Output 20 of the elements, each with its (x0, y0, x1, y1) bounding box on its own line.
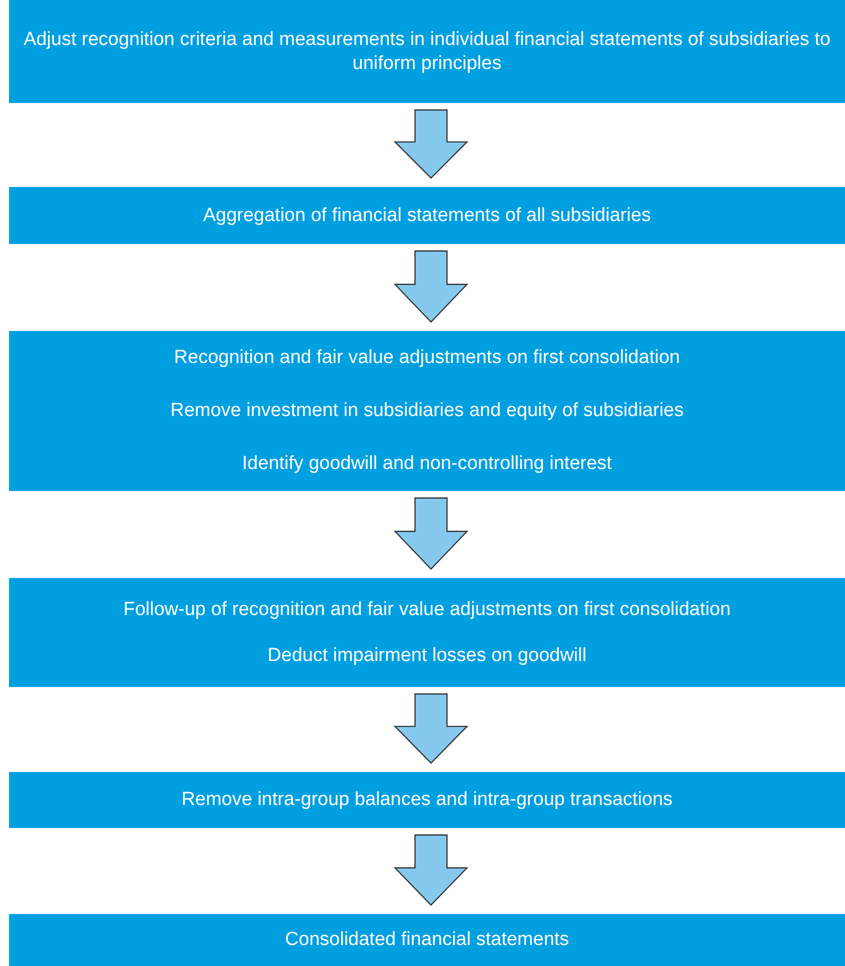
step-text: Deduct impairment losses on goodwill (268, 644, 586, 668)
block-arrow (394, 497, 468, 570)
process-box (9, 187, 845, 244)
process-box (9, 0, 845, 103)
block-arrow (394, 834, 468, 906)
block-arrow (394, 250, 468, 323)
process-box (9, 772, 845, 828)
process-box (9, 578, 845, 687)
step-text: Follow-up of recognition and fair value adjustments on first consolidation (123, 598, 731, 622)
step-text: Consolidated financial statements (284, 928, 570, 952)
step-text: Adjust recognition criteria and measurements in individual financial statements of subsidiaries to uniform principles (22, 28, 832, 76)
step-text: Aggregation of financial statements of all subsidiaries (203, 204, 651, 228)
process-box (9, 914, 845, 966)
block-arrow (394, 693, 468, 764)
process-box (9, 331, 845, 491)
step-text: Remove intra-group balances and intra-group transactions (181, 788, 673, 812)
step-text: Identify goodwill and non-controlling interest (242, 452, 612, 476)
block-arrow (394, 109, 468, 179)
step-text: Recognition and fair value adjustments on first consolidation (174, 346, 680, 370)
step-text: Remove investment in subsidiaries and equity of subsidiaries (170, 399, 684, 423)
